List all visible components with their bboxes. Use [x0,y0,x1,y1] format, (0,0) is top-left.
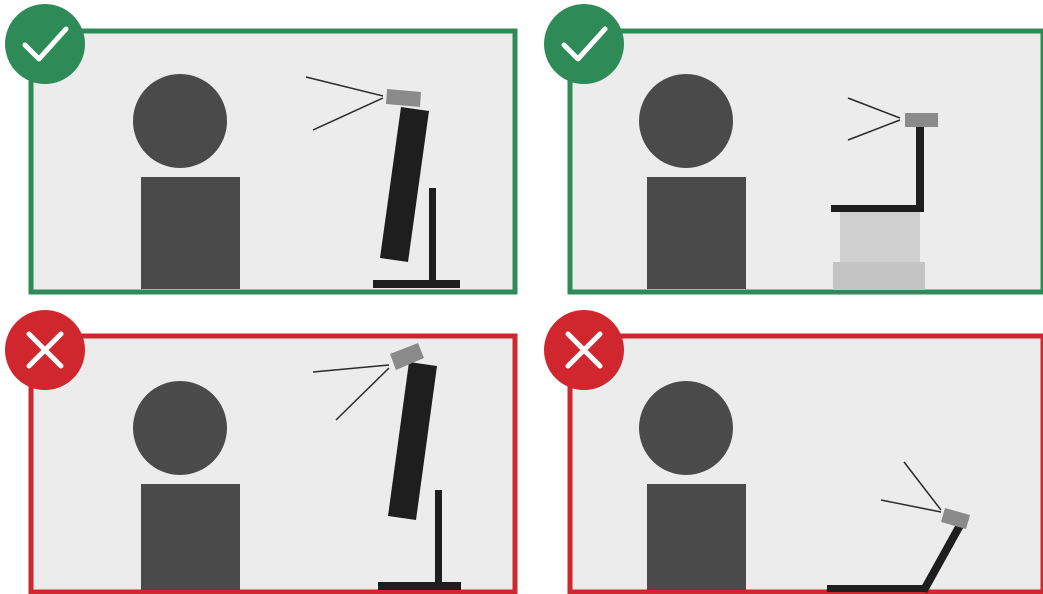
check-icon [544,4,624,84]
person-head [639,381,733,475]
person-body [141,484,240,590]
check-icon [5,4,85,84]
book-stack-top [840,212,920,262]
monitor-base [378,582,461,590]
person-body [141,177,240,289]
person-body [647,484,746,590]
webcam [905,113,938,127]
book-stack-bottom [833,262,925,290]
monitor-base [373,280,460,288]
panel-frame [570,31,1043,292]
person-body [647,177,746,289]
laptop-base [827,585,925,592]
laptop-base [831,205,924,212]
panel-good-laptop-raised [544,4,1043,292]
panel-frame [31,31,515,292]
person-head [133,74,227,168]
laptop-screen [916,122,924,212]
monitor-stand [429,188,436,280]
panel-good-monitor [5,4,515,292]
panel-bad-laptop-low [544,310,1043,593]
webcam [386,89,421,107]
person-head [133,381,227,475]
panel-frame [570,336,1043,592]
person-head [639,74,733,168]
panel-frame [31,336,515,592]
monitor-stand [435,490,442,583]
panel-bad-monitor-high [5,310,515,592]
